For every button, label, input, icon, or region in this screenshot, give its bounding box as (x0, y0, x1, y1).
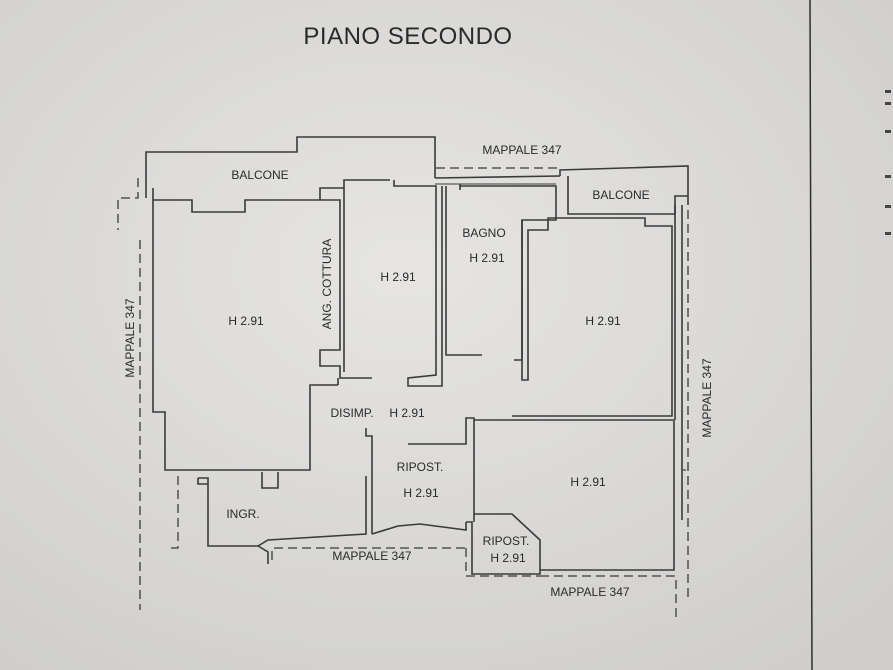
ripost1-height: H 2.91 (403, 486, 439, 500)
bagno-label: BAGNO (462, 226, 505, 240)
balcone-right-outline (559, 165, 689, 205)
mappale-left-label: MAPPALE 347 (123, 298, 137, 377)
property-lines (117, 167, 689, 620)
mappale-top-label: MAPPALE 347 (482, 143, 561, 157)
bedroom1-height: H 2.91 (585, 314, 621, 328)
balcone-right-label: BALCONE (592, 188, 649, 202)
walls (145, 136, 689, 575)
plan-title: PIANO SECONDO (303, 23, 512, 50)
mappale-bottom-mid-label: MAPPALE 347 (332, 549, 411, 563)
disimp-height: H 2.91 (389, 406, 425, 420)
balcone-left-outline (145, 136, 436, 198)
sheet-border-line (809, 0, 813, 670)
ang-cottura-label: ANG. COTTURA (320, 239, 334, 330)
ripost2-height: H 2.91 (490, 551, 526, 565)
living-room-height: H 2.91 (228, 314, 264, 328)
bedroom1-walls (512, 217, 673, 417)
kitchen-height: H 2.91 (380, 270, 416, 284)
ripost2-label: RIPOST. (483, 534, 530, 548)
top-wall (434, 175, 561, 179)
balcone-left-label: BALCONE (231, 168, 288, 182)
ripost2-walls (466, 513, 541, 575)
edge-marks (885, 90, 891, 235)
mappale-right-label: MAPPALE 347 (700, 358, 714, 437)
living-room-walls (152, 188, 338, 471)
bagno-height: H 2.91 (469, 251, 505, 265)
ingresso-label: INGR. (226, 507, 259, 521)
ripost1-label: RIPOST. (397, 460, 444, 474)
mappale-bottom-right-label: MAPPALE 347 (550, 585, 629, 599)
disimp-label: DISIMP. (330, 406, 373, 420)
bedroom2-height: H 2.91 (570, 475, 606, 489)
bagno-walls (445, 186, 482, 356)
